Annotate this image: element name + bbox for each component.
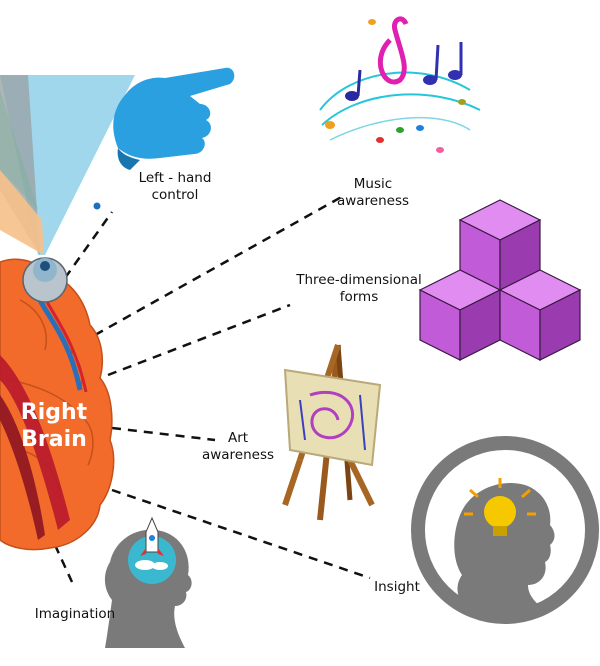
eye-icon (22, 257, 68, 303)
rocket-head-icon (104, 516, 192, 648)
connector-art (111, 426, 216, 442)
connector-music (94, 193, 346, 337)
art-label-line1: Art (227, 430, 249, 446)
art-label-line2: awareness (201, 447, 275, 463)
music-label-line2: awareness (336, 193, 410, 209)
cubes-icon (418, 199, 582, 361)
connector-lines (53, 193, 371, 583)
center-label-line2: Brain (21, 427, 87, 452)
lightbulb-head-icon (411, 436, 599, 624)
connector-left-hand (63, 211, 114, 279)
music-awareness-label: Music awareness (323, 176, 423, 210)
imagination-label: Imagination (34, 606, 116, 622)
brain-icon (0, 258, 115, 551)
center-label: Right Brain (12, 399, 96, 453)
art-awareness-label: Art awareness (193, 430, 283, 464)
left-hand-label-line2: control (151, 187, 199, 203)
left-hand-control-label: Left - hand control (120, 170, 230, 204)
connector-imagination (53, 544, 74, 583)
connector-insight (111, 488, 371, 580)
easel-painting-icon (282, 344, 382, 521)
connector-three-d (107, 303, 291, 377)
light-beam (0, 75, 135, 255)
blue-dot (93, 202, 101, 210)
music-notes-icon (319, 16, 481, 153)
music-label-line1: Music (353, 176, 393, 192)
pointing-hand-icon (113, 67, 235, 170)
insight-label: Insight (374, 579, 420, 595)
three-d-label-line1: Three-dimensional (296, 272, 422, 288)
three-dimensional-forms-label: Three-dimensional forms (284, 272, 434, 306)
center-label-line1: Right (20, 400, 88, 425)
left-hand-label-line1: Left - hand (138, 170, 212, 186)
three-d-label-line2: forms (339, 289, 379, 305)
